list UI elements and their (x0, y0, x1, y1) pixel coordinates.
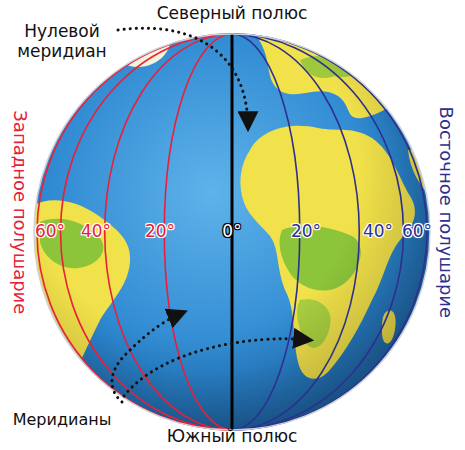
meridian-line (61, 34, 232, 430)
meridian-title: Нулевой меридиан (7, 22, 117, 61)
meridian-line (105, 34, 232, 430)
meridian-line (232, 34, 403, 430)
degree-label: 40° (81, 222, 111, 242)
degree-label: 60° (35, 222, 65, 242)
degree-label: 0° (222, 222, 241, 242)
meridian-line (232, 34, 427, 430)
degree-label: 20° (291, 222, 321, 242)
leader-line (118, 28, 248, 128)
hemisphere-label: Восточное полушарие (436, 106, 457, 318)
meridians-label: Меридианы (13, 411, 112, 429)
hemisphere-label: Западное полушарие (10, 110, 31, 314)
meridian-line (37, 34, 232, 430)
pole-label: Северный полюс (157, 4, 308, 24)
leader-line (124, 339, 310, 396)
meridian-line (232, 34, 359, 430)
leader-line (112, 312, 184, 402)
degree-label: 40° (363, 222, 393, 242)
degree-label: 60° (402, 222, 432, 242)
meridian-line (232, 34, 300, 430)
pole-label: Южный полюс (167, 427, 298, 447)
degree-label: 20° (145, 222, 175, 242)
